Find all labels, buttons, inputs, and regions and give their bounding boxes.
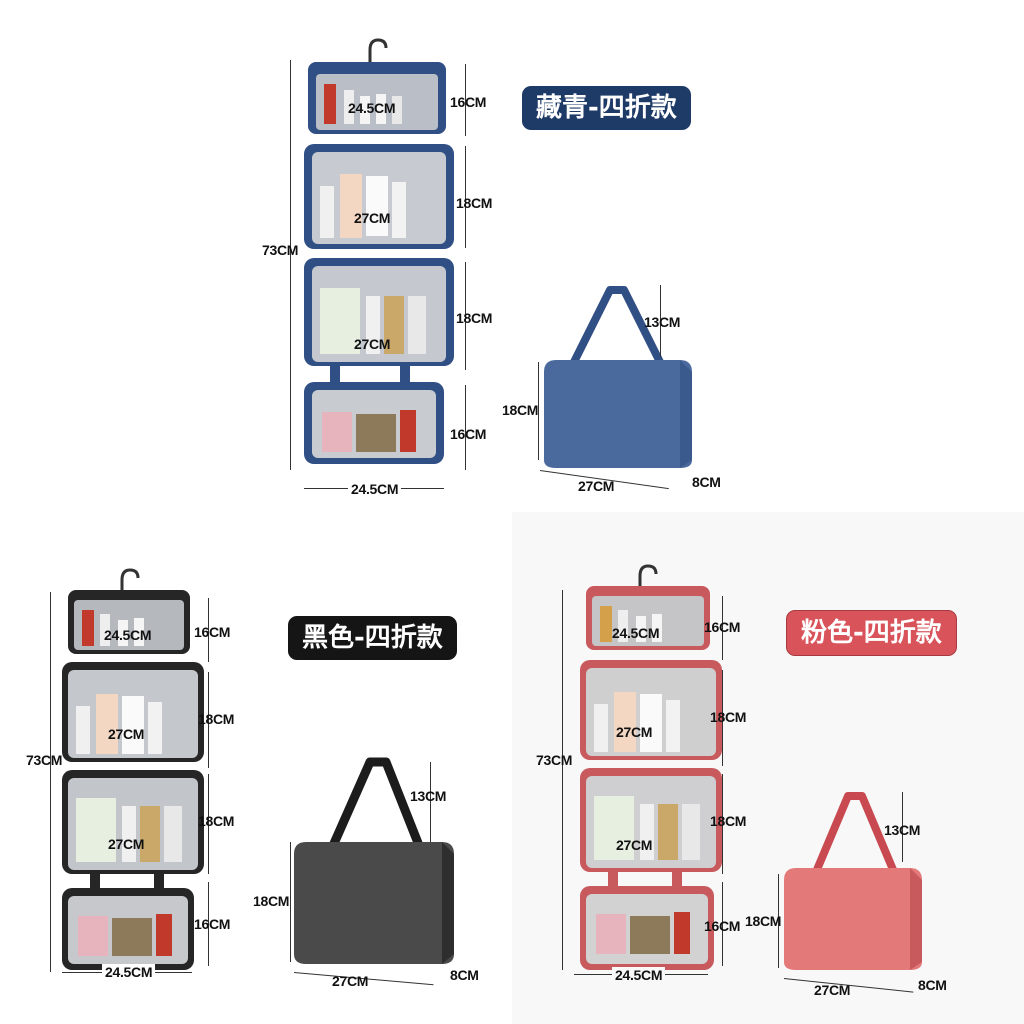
folded-width-label: 27CM <box>578 478 615 494</box>
pouch3-height-line <box>465 262 466 370</box>
pouch3-height-label: 18CM <box>710 813 747 829</box>
pouch2-height-label: 18CM <box>456 195 493 211</box>
folded-bag-black <box>294 757 454 964</box>
handle-height-label: 13CM <box>884 822 921 838</box>
bottom-width-label: 24.5CM <box>612 967 666 983</box>
pouch1-height-label: 16CM <box>450 94 487 110</box>
total-height-label: 73CM <box>262 242 299 258</box>
pouch1-height-line <box>208 598 209 662</box>
total-height-line <box>290 60 291 470</box>
pouch4-height-line <box>208 882 209 966</box>
total-height-line <box>562 590 563 970</box>
hanging-bag-unfolded-pink <box>580 564 722 970</box>
pouch4-height-line <box>722 882 723 966</box>
handle-height-label: 13CM <box>644 314 681 330</box>
handle-height-label: 13CM <box>410 788 447 804</box>
pouch4-height-line <box>465 385 466 470</box>
bottom-width-label: 24.5CM <box>102 964 156 980</box>
folded-depth-label: 8CM <box>918 977 947 993</box>
pouch2-height-label: 18CM <box>198 711 235 727</box>
folded-depth-label: 8CM <box>692 474 721 490</box>
folded-bag-navy <box>544 286 692 468</box>
variant-badge-black: 黑色-四折款 <box>288 616 457 660</box>
folded-depth-label: 8CM <box>450 967 479 983</box>
total-height-label: 73CM <box>536 752 573 768</box>
pouch1-height-line <box>465 64 466 136</box>
pouch3-height-label: 18CM <box>456 310 493 326</box>
total-height-line <box>50 592 51 972</box>
folded-height-line <box>778 874 779 968</box>
bottom-width-label: 24.5CM <box>348 481 402 497</box>
handle-height-line <box>902 792 903 862</box>
folded-bag-pink <box>784 792 922 970</box>
product-panel-navy: 73CM 16CM 24.5CM 18CM 27CM 18CM 27CM 16C… <box>262 38 721 497</box>
handle-height-line <box>660 285 661 357</box>
folded-height-label: 18CM <box>502 402 539 418</box>
pouch3-width-label: 27CM <box>354 336 391 352</box>
folded-height-label: 18CM <box>253 893 290 909</box>
pouch2-width-label: 27CM <box>616 724 653 740</box>
pouch3-height-line <box>208 774 209 874</box>
pouch3-height-label: 18CM <box>198 813 235 829</box>
pouch3-width-label: 27CM <box>108 836 145 852</box>
folded-height-line <box>290 842 291 962</box>
pouch1-height-label: 16CM <box>704 619 741 635</box>
pouch2-height-line <box>465 146 466 248</box>
pouch3-width-label: 27CM <box>616 837 653 853</box>
variant-badge-pink: 粉色-四折款 <box>786 610 957 656</box>
folded-height-line <box>538 362 539 460</box>
pouch3-height-line <box>722 774 723 874</box>
product-panel-pink: 73CM 16CM 24.5CM 18CM 27CM 18CM 27CM 16C… <box>512 512 1024 1024</box>
hanging-bag-unfolded-black <box>62 568 204 970</box>
total-height-label: 73CM <box>26 752 63 768</box>
product-panel-black: 73CM 16CM 24.5CM 18CM 27CM 18CM 27CM 16C… <box>0 512 512 1024</box>
pouch1-height-line <box>722 596 723 660</box>
pouch4-height-label: 16CM <box>704 918 741 934</box>
pouch2-height-line <box>722 670 723 766</box>
pouch1-width-label: 24.5CM <box>612 625 660 641</box>
pouch1-width-label: 24.5CM <box>348 100 396 116</box>
pouch4-height-label: 16CM <box>450 426 487 442</box>
folded-width-label: 27CM <box>814 982 851 998</box>
variant-badge-navy: 藏青-四折款 <box>522 86 691 130</box>
hanging-bag-unfolded-navy <box>304 38 454 464</box>
pouch4-height-label: 16CM <box>194 916 231 932</box>
pouch2-width-label: 27CM <box>354 210 391 226</box>
folded-height-label: 18CM <box>745 913 782 929</box>
pouch2-height-label: 18CM <box>710 709 747 725</box>
pouch1-height-label: 16CM <box>194 624 231 640</box>
pouch2-height-line <box>208 672 209 768</box>
handle-height-line <box>430 762 431 842</box>
pouch1-width-label: 24.5CM <box>104 627 152 643</box>
pouch2-width-label: 27CM <box>108 726 145 742</box>
folded-width-label: 27CM <box>332 973 369 989</box>
